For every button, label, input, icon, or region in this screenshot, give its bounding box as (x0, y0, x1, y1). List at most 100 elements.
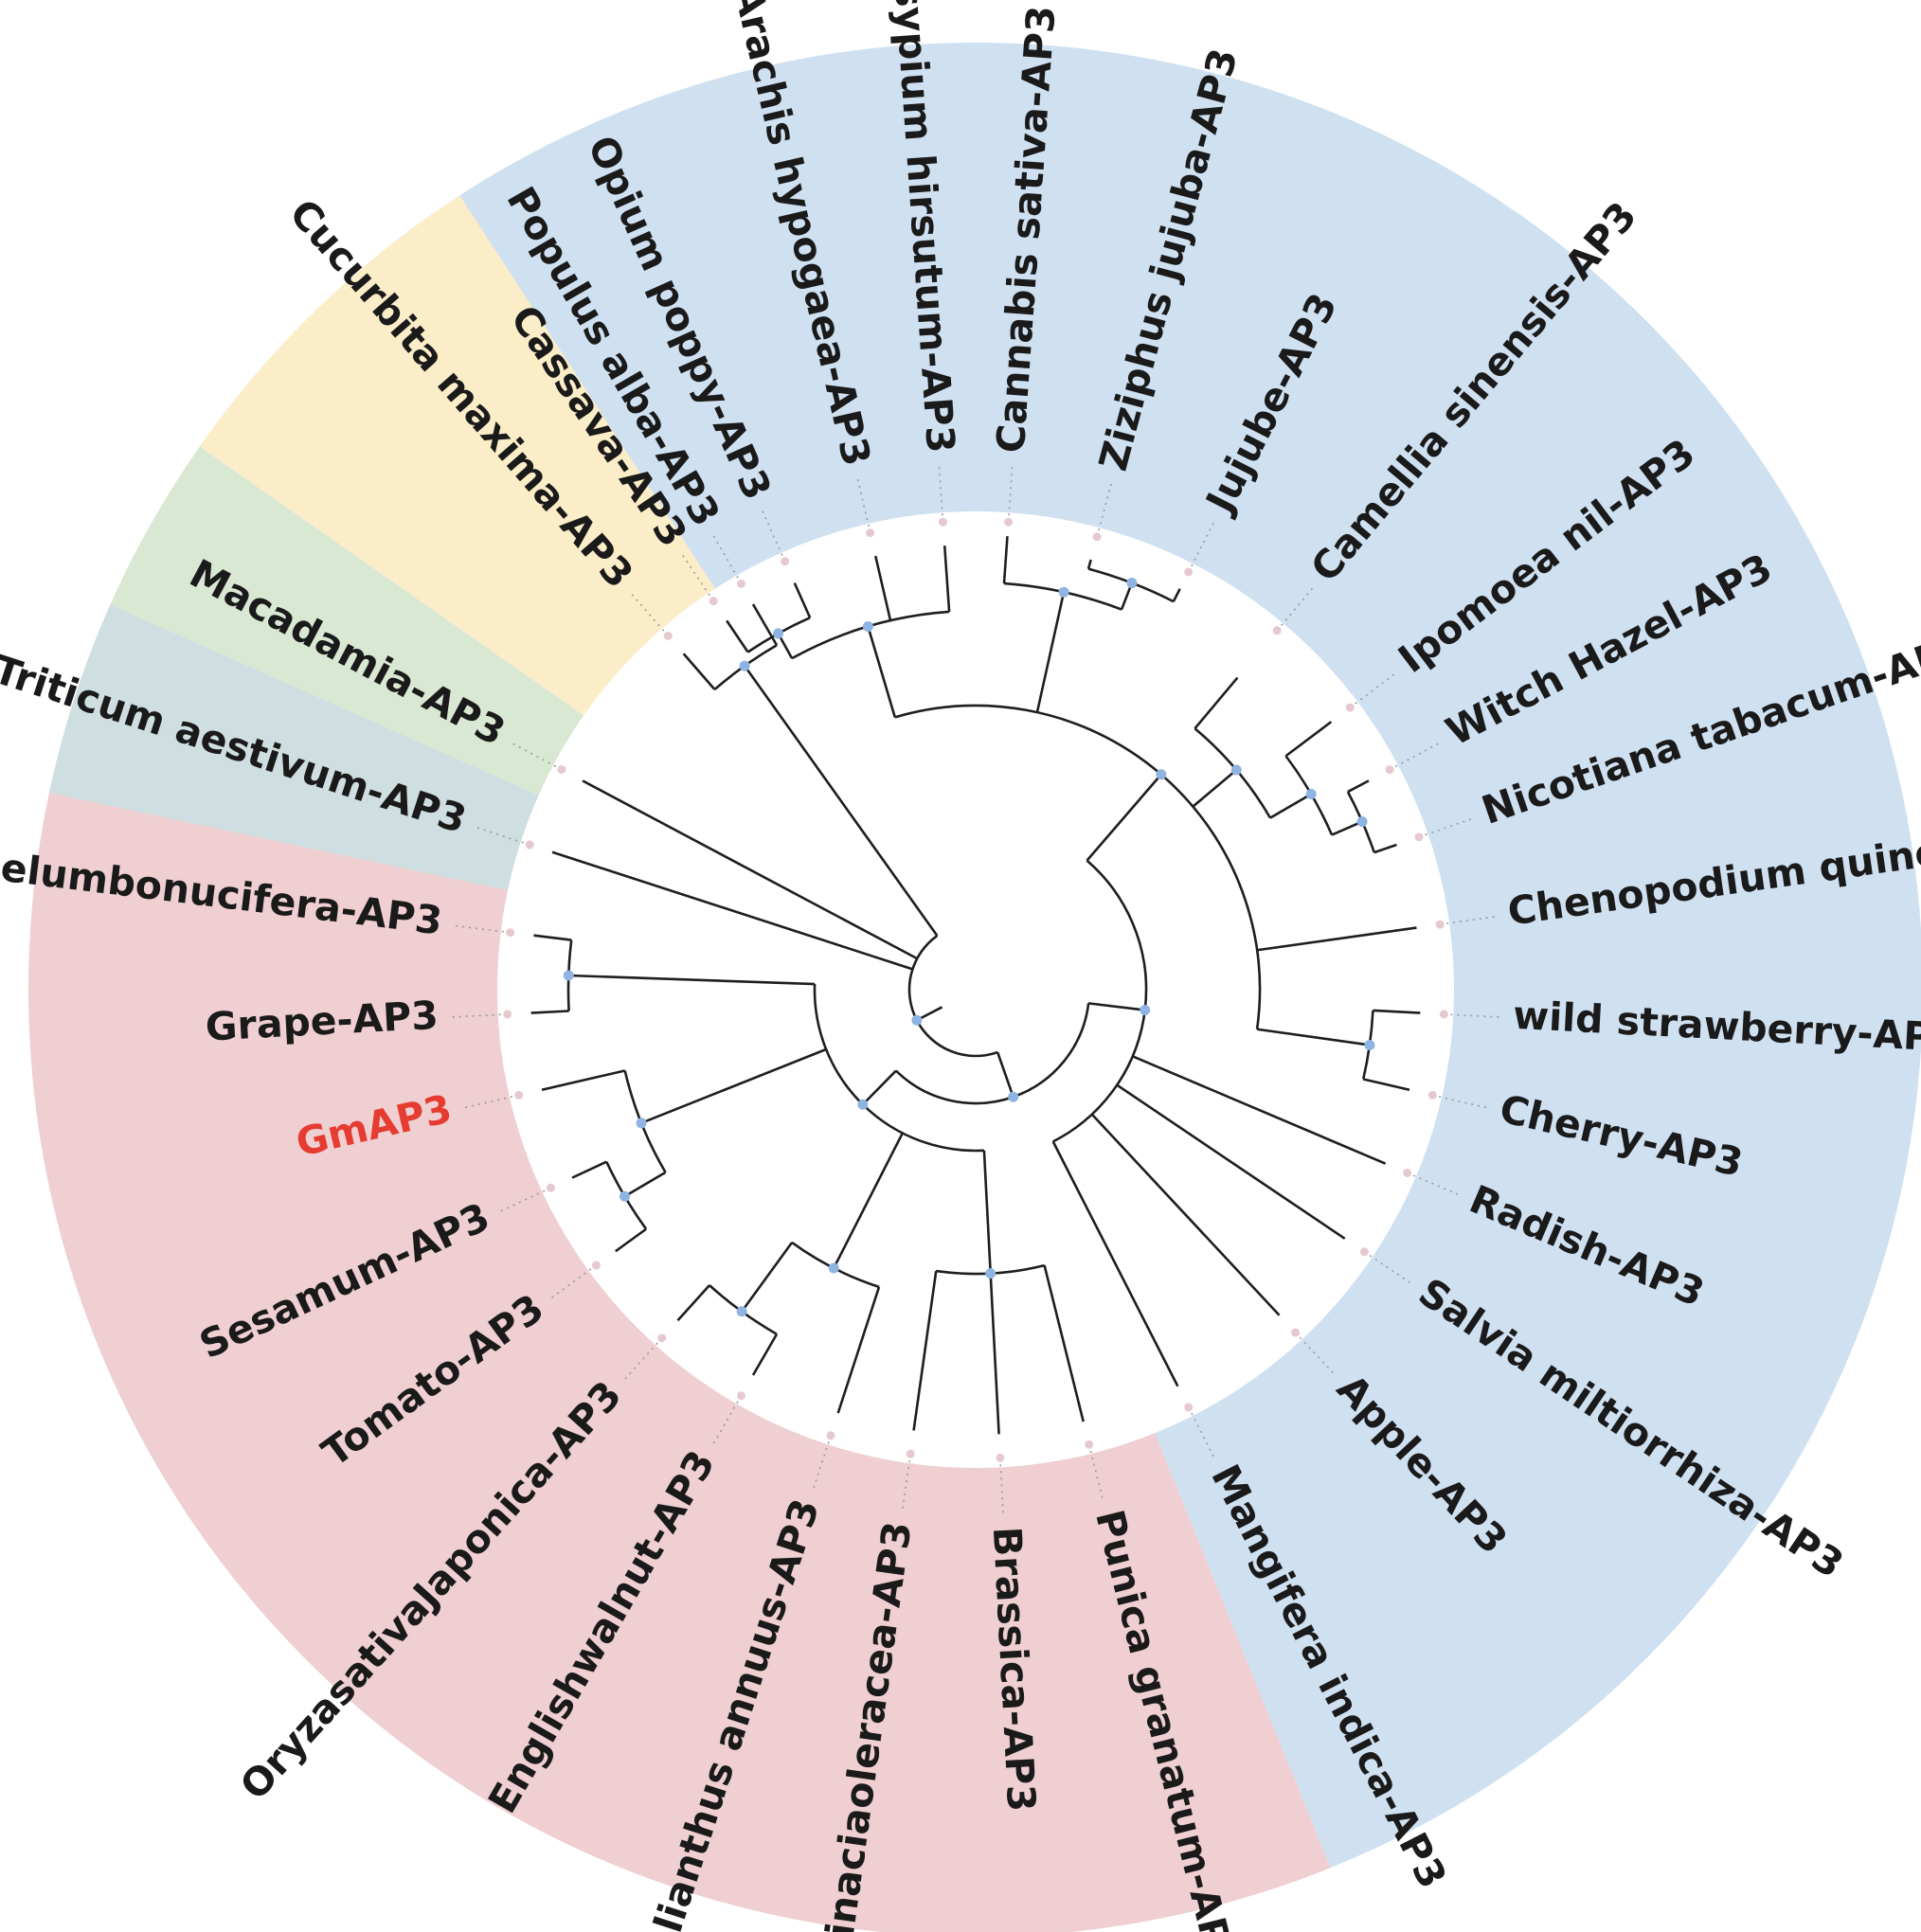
node-marker (1356, 816, 1368, 828)
tip-marker (546, 1183, 555, 1192)
branch-6 (982, 1150, 992, 1274)
branch-18 (640, 1047, 827, 1125)
node-marker (862, 620, 873, 632)
branch-11 (833, 1132, 904, 1269)
branch-67 (551, 850, 913, 971)
branch-45 (1035, 591, 1066, 713)
tip-marker (503, 1010, 512, 1019)
tip-marker (866, 528, 875, 538)
branch-17 (676, 1284, 710, 1322)
branch-60 (1347, 779, 1370, 794)
branch-68 (582, 779, 918, 960)
branch-34 (1132, 1055, 1387, 1165)
branch-13 (836, 1286, 881, 1414)
tip-marker (514, 1090, 524, 1100)
node-marker (1305, 788, 1317, 799)
tip-marker (996, 1453, 1005, 1462)
node-marker (563, 970, 574, 981)
branch-27 (530, 1010, 569, 1014)
branch-72 (751, 603, 779, 646)
branch-29 (1087, 1002, 1145, 1011)
branch-69 (744, 665, 939, 937)
node-marker (636, 1118, 647, 1129)
tip-marker (1092, 532, 1102, 542)
branch-4 (861, 1069, 897, 1106)
tip-marker (1272, 626, 1282, 635)
tip-marker (1345, 703, 1355, 712)
node-marker (736, 1306, 747, 1317)
branch-47 (1002, 536, 1009, 584)
branch-54 (1194, 676, 1239, 730)
tip-marker (1085, 1440, 1094, 1449)
tip-marker (592, 1261, 601, 1270)
branch-10 (912, 1270, 938, 1431)
branch-58 (1331, 820, 1363, 836)
tip-marker (657, 1333, 667, 1343)
tree-branches (530, 536, 1421, 1435)
branch-42 (793, 582, 812, 618)
branch-55 (1269, 793, 1312, 819)
tip-marker (906, 1449, 915, 1458)
node-marker (1008, 1091, 1019, 1102)
branch-9 (989, 1273, 1000, 1435)
tip-marker (709, 597, 718, 606)
tip-marker (525, 840, 534, 850)
tip-marker (1385, 765, 1394, 775)
tip-marker (938, 517, 947, 527)
node-marker (828, 1262, 839, 1274)
node-marker (857, 1099, 869, 1110)
tip-marker (737, 1391, 745, 1401)
branch-33 (1116, 1083, 1346, 1240)
branch-2 (996, 1051, 1014, 1098)
branch-52 (1192, 769, 1238, 808)
node-marker (911, 1014, 923, 1026)
tip-marker (557, 765, 566, 775)
branch-37 (867, 626, 897, 718)
branch-8 (1043, 1264, 1085, 1422)
branch-57 (1284, 721, 1333, 758)
tip-marker (1359, 1247, 1369, 1257)
tip-marker (826, 1431, 835, 1440)
branch-66 (1362, 1078, 1410, 1091)
branch-41 (726, 619, 749, 653)
node-marker (773, 628, 784, 639)
branch-28 (533, 934, 572, 941)
node-marker (1126, 578, 1138, 589)
node-marker (1140, 1005, 1151, 1016)
node-marker (739, 660, 750, 671)
tip-marker (1439, 1010, 1448, 1019)
tip-marker (1184, 567, 1194, 577)
tip-marker (781, 557, 790, 566)
node-marker (1230, 764, 1242, 776)
tip-marker (1184, 1403, 1194, 1412)
tip-marker (1291, 1328, 1301, 1337)
tip-marker (1414, 832, 1424, 842)
node-marker (619, 1190, 630, 1202)
tip-marker (737, 579, 745, 588)
node-marker (985, 1268, 996, 1279)
branch-61 (1373, 843, 1397, 854)
tip-marker (506, 928, 515, 938)
branch-32 (1090, 1113, 1281, 1316)
tip-marker (1435, 920, 1445, 929)
node-markers (503, 517, 1448, 1462)
branch-23 (571, 1160, 607, 1179)
node-marker (1156, 769, 1167, 780)
tip-marker (1427, 1090, 1437, 1100)
branch-14 (741, 1242, 794, 1313)
branch-44 (943, 546, 951, 613)
branch-35 (1086, 773, 1162, 862)
branch-22 (614, 1227, 647, 1253)
branch-20 (623, 1171, 667, 1198)
node-marker (1364, 1039, 1375, 1050)
branch-25 (568, 974, 816, 986)
branch-62 (1256, 926, 1417, 952)
branch-51 (1172, 588, 1181, 602)
branch-71 (682, 653, 716, 690)
node-marker (1058, 586, 1069, 598)
tree-center-disc (497, 511, 1454, 1468)
branch-63 (1256, 1028, 1371, 1046)
tip-marker (1004, 517, 1014, 527)
tip-marker (663, 631, 673, 640)
branch-31 (1051, 1140, 1179, 1387)
